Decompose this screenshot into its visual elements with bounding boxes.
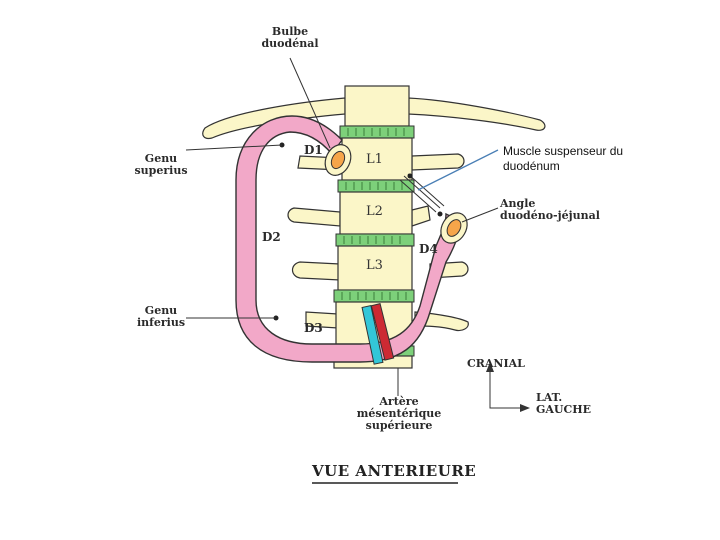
label-genu-inferius: Genu inferius (136, 304, 186, 329)
rib-l1-right (411, 153, 465, 171)
vertebra-l3 (337, 245, 413, 291)
vertebra-l2 (339, 191, 413, 235)
leader-lines (185, 57, 526, 409)
label-lat-gauche: LAT. GAUCHE (536, 391, 592, 416)
rib-l2-left (287, 207, 341, 227)
rib-upper-right (407, 97, 546, 131)
label-d1: D1 (304, 143, 323, 157)
ribs (202, 97, 546, 332)
mesenteric-artery (370, 303, 395, 361)
muscle-pointer-line (417, 149, 499, 191)
suspensory-muscle (399, 173, 445, 213)
disc-t12-l1 (339, 125, 415, 139)
label-angle-duodeno-jejunal: Angle duodéno-jéjunal (500, 197, 600, 222)
label-artere-mesenterique: Artère mésentérique supérieure (356, 395, 442, 432)
label-d3: D3 (304, 321, 323, 335)
label-d2: D2 (262, 230, 281, 244)
lateral-arrowhead (520, 404, 530, 412)
mesenteric-vein (361, 305, 384, 365)
vertebra-t12 (344, 85, 410, 127)
label-genu-superius: Genu superius (134, 152, 188, 177)
label-muscle-suspenseur: Muscle suspenseur du duodénum (503, 144, 624, 173)
disc-l2-l3 (335, 233, 415, 247)
label-l2: L2 (366, 204, 383, 219)
label-l3: L3 (366, 258, 383, 273)
label-d4: D4 (419, 242, 438, 256)
rib-l2-right (411, 205, 431, 227)
diagram-title: VUE ANTERIEURE (312, 462, 477, 480)
d4-lumen (440, 212, 468, 244)
mesenteric-vessels (361, 303, 395, 365)
rib-l3-left (291, 261, 341, 281)
label-cranial: CRANIAL (467, 357, 525, 370)
d1-lumen (324, 144, 352, 176)
cranial-arrowhead (486, 362, 494, 372)
label-l1: L1 (366, 152, 383, 167)
label-bulbe-duodenal: Bulbe duodénal (261, 25, 319, 50)
duodenum (235, 115, 463, 363)
